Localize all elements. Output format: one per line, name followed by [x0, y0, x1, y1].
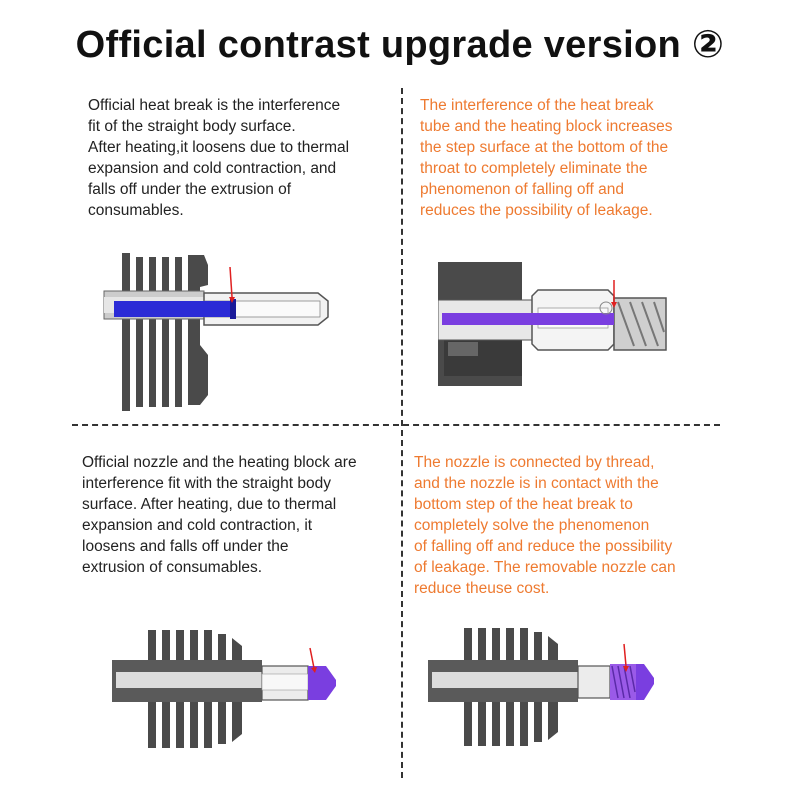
thread — [617, 301, 665, 347]
text-line: reduce theuse cost. — [414, 580, 550, 597]
filament — [442, 313, 614, 325]
text-line: After heating,it loosens due to thermal — [88, 139, 350, 156]
text-line: of falling off and reduce the possibilit… — [414, 538, 673, 555]
upgraded-heat-break-description: The interference of the heat break tube … — [420, 95, 672, 221]
upgraded-nozzle-description: The nozzle is connected by thread, and t… — [414, 452, 676, 599]
text-line: falls off under the extrusion of — [88, 181, 292, 198]
text-line: expansion and cold contraction, it — [82, 517, 313, 534]
pointer-arrow — [623, 643, 627, 667]
pointer-arrow — [229, 266, 233, 298]
text-line: the step surface at the bottom of the — [420, 139, 669, 156]
vertical-divider — [401, 88, 403, 778]
text-line: expansion and cold contraction, and — [88, 160, 337, 177]
text-line: tube and the heating block increases — [420, 118, 673, 135]
official-nozzle-description: Official nozzle and the heating block ar… — [82, 452, 357, 578]
official-nozzle-illustration — [112, 630, 336, 748]
text-line: reduces the possibility of leakage. — [420, 202, 653, 219]
text-line: phenomenon of falling off and — [420, 181, 624, 198]
text-line: bottom step of the heat break to — [414, 496, 633, 513]
text-line: consumables. — [88, 202, 184, 219]
text-line: loosens and falls off under the — [82, 538, 289, 555]
text-line: The interference of the heat break — [420, 97, 654, 114]
official-heat-break-description: Official heat break is the interference … — [88, 95, 349, 221]
text-line: The nozzle is connected by thread, — [414, 454, 655, 471]
page-title: Official contrast upgrade version ② — [75, 24, 725, 66]
text-line: interference fit with the straight body — [82, 475, 331, 492]
text-line: Official heat break is the interference — [88, 97, 341, 114]
text-line: extrusion of consumables. — [82, 559, 263, 576]
nozzle-tip — [308, 666, 336, 700]
upgraded-nozzle-illustration — [428, 628, 654, 746]
text-line: and the nozzle is in contact with the — [414, 475, 659, 492]
text-line: of leakage. The removable nozzle can — [414, 559, 676, 576]
heatsink-fins — [122, 253, 208, 411]
text-line: Official nozzle and the heating block ar… — [82, 454, 357, 471]
text-line: surface. After heating, due to thermal — [82, 496, 337, 513]
horizontal-divider — [72, 424, 720, 426]
filament — [114, 301, 234, 317]
text-line: fit of the straight body surface. — [88, 118, 296, 135]
pointer-arrow — [309, 647, 315, 669]
upgraded-heat-break-illustration — [438, 262, 667, 386]
text-line: throat to completely eliminate the — [420, 160, 648, 177]
text-line: completely solve the phenomenon — [414, 517, 650, 534]
official-heat-break-illustration — [103, 253, 329, 411]
